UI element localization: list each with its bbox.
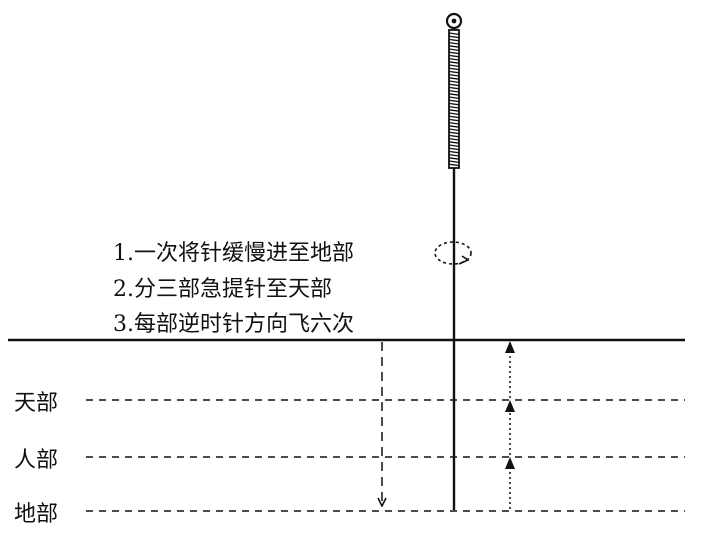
step-3-text: 3.每部逆时针方向飞六次 bbox=[113, 312, 354, 337]
lifting-arrows bbox=[505, 341, 515, 509]
tian-level-label: 天部 bbox=[14, 391, 59, 416]
needle-icon bbox=[445, 12, 463, 510]
counterclockwise-rotation-icon bbox=[434, 241, 472, 265]
step-1-text: 1.一次将针缓慢进至地部 bbox=[113, 241, 354, 266]
di-level-label: 地部 bbox=[14, 502, 59, 527]
ren-level-label: 人部 bbox=[14, 448, 59, 473]
step-2-text: 2.分三部急提针至天部 bbox=[113, 277, 332, 302]
